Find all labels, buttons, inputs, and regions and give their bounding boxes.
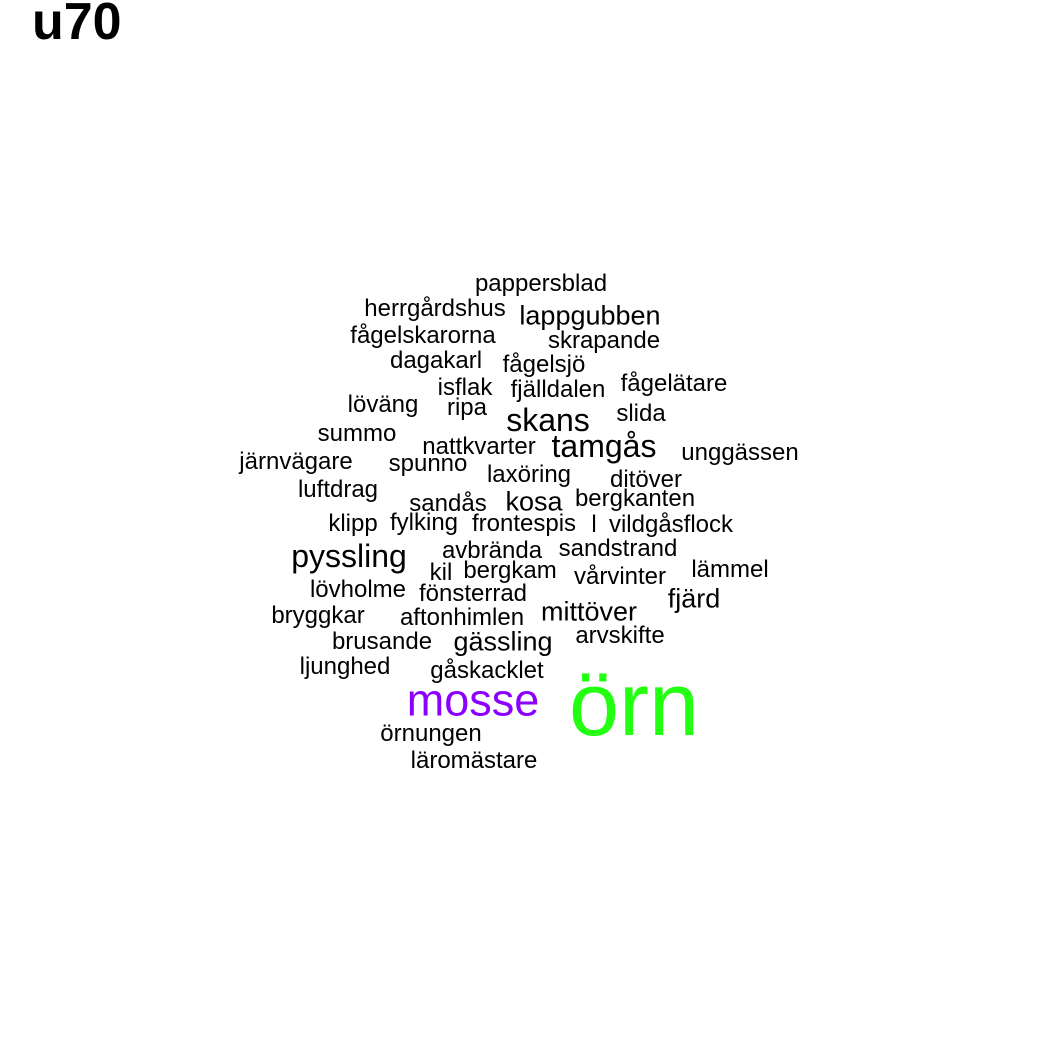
word: tamgås [551, 428, 657, 464]
word: dagakarl [389, 347, 483, 374]
word: summo [317, 420, 397, 447]
word: fönsterrad [418, 580, 528, 607]
word: ditöver [609, 466, 683, 493]
word: ripa [446, 394, 488, 421]
word: fågelskarorna [350, 322, 496, 349]
word: arvskifte [575, 622, 665, 649]
word-highlight: mosse [406, 674, 540, 726]
word: herrgårdshus [364, 295, 506, 322]
page-title: u70 [32, 0, 122, 51]
word: sandstrand [558, 535, 678, 562]
word: brusande [331, 628, 433, 655]
word: järnvägare [239, 448, 353, 475]
word: fjärd [667, 583, 721, 614]
word: pyssling [291, 538, 407, 574]
word: luftdrag [297, 476, 379, 503]
word: vårvinter [573, 563, 667, 590]
word: slida [616, 400, 666, 427]
word: laxöring [486, 461, 572, 488]
word: fjälldalen [510, 376, 606, 403]
word: ljunghed [299, 653, 391, 680]
word: kil [429, 559, 453, 586]
word: gässling [453, 626, 553, 657]
word: mittöver [540, 596, 638, 627]
word: bergkanten [574, 485, 696, 512]
word: sandås [409, 490, 487, 517]
word: bryggkar [271, 602, 365, 629]
word: l [591, 511, 597, 538]
word: skans [506, 402, 590, 438]
word: vildgåsflock [608, 511, 734, 538]
word: läromästare [410, 747, 538, 774]
word: nattkvarter [422, 433, 536, 460]
word: frontespis [471, 510, 577, 537]
word: lämmel [691, 556, 769, 583]
word: örnungen [380, 720, 482, 747]
word: lövholme [309, 576, 407, 603]
word: lappgubben [519, 300, 661, 331]
word: pappersblad [474, 270, 608, 297]
word: unggässen [681, 439, 799, 466]
word: fågelsjö [502, 351, 586, 378]
word: skrapande [547, 327, 661, 354]
word: bergkam [463, 557, 557, 584]
word: aftonhimlen [399, 604, 525, 631]
word: löväng [347, 391, 419, 418]
word: fylking [389, 509, 459, 536]
word: kosa [505, 486, 563, 517]
word: fågelätare [620, 370, 728, 397]
word: gåskacklet [430, 657, 544, 684]
word: isflak [437, 374, 493, 401]
word: avbrända [441, 537, 543, 564]
word-highlight: örn [568, 655, 700, 755]
word: klipp [328, 510, 378, 537]
word: spunno [388, 450, 468, 477]
